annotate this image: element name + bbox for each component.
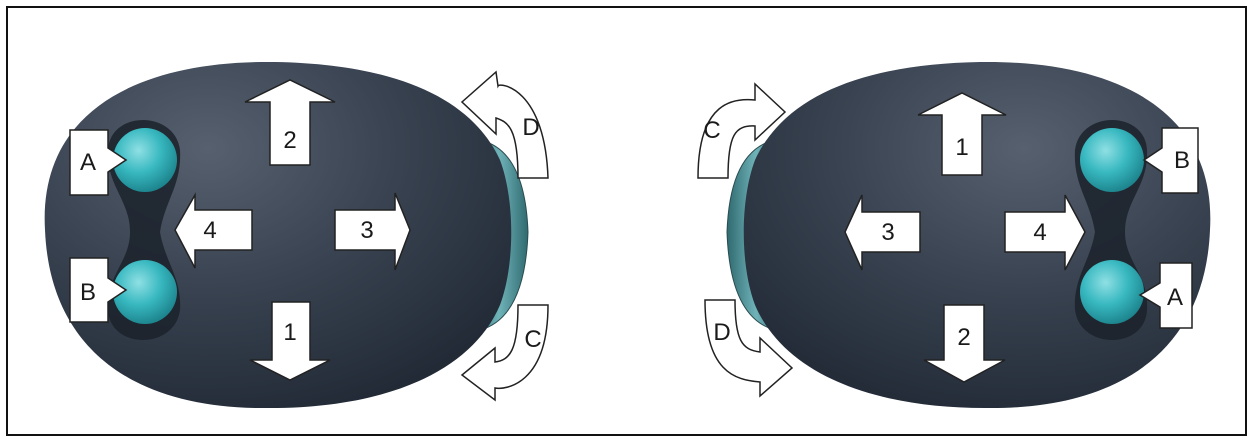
- right-label-b: B: [1174, 147, 1190, 174]
- left-label-3: 3: [360, 217, 373, 244]
- right-label-d: D: [713, 319, 730, 346]
- right-device: B A 1 2 3 4 C: [698, 62, 1210, 408]
- right-label-4: 4: [1033, 219, 1046, 246]
- left-label-4: 4: [203, 217, 216, 244]
- left-label-d: D: [522, 114, 539, 141]
- right-button-b[interactable]: [1080, 128, 1144, 192]
- left-device: A B 2 1 3 4 D: [45, 62, 548, 408]
- left-label-c: C: [524, 326, 541, 353]
- right-label-3: 3: [881, 219, 894, 246]
- right-label-1: 1: [955, 134, 968, 161]
- right-label-c: C: [703, 117, 720, 144]
- left-label-1: 1: [283, 319, 296, 346]
- right-label-a: A: [1167, 284, 1183, 311]
- right-label-2: 2: [957, 324, 970, 351]
- left-label-a: A: [80, 149, 96, 176]
- right-button-a[interactable]: [1080, 260, 1144, 324]
- left-label-2: 2: [283, 127, 296, 154]
- left-label-b: B: [80, 279, 96, 306]
